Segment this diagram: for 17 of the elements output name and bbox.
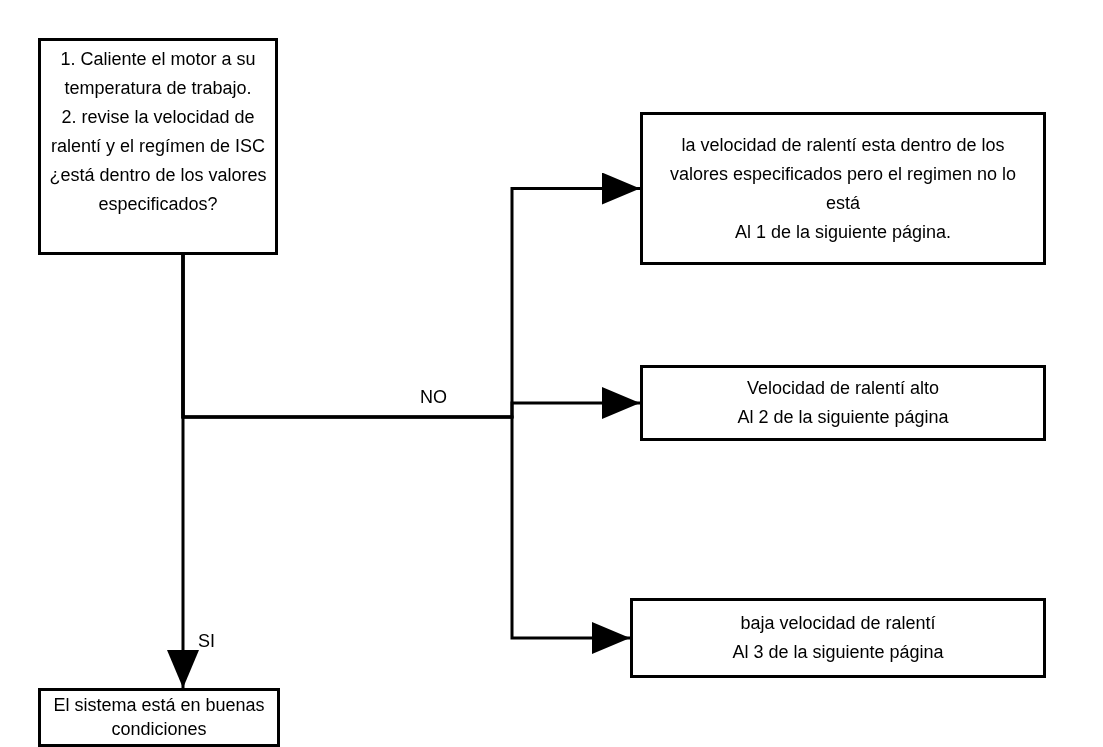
edge-label: SI (198, 630, 215, 652)
box-text: Velocidad de ralentí alto (746, 377, 940, 400)
arrow (181, 255, 630, 654)
box-text: la velocidad de ralentí esta dentro de los valores especificados pero el regimen no lo está (668, 133, 1018, 215)
process-box (38, 38, 278, 255)
box-text: 2. revise la velocidad de ralentí y el regímen de ISC ¿está dentro de los valores especificados? (49, 106, 267, 216)
box-text: El sistema está en buenas condiciones (52, 694, 266, 741)
box-text: 1. Caliente el motor a su temperatura de trabajo. (59, 48, 257, 100)
process-box (630, 598, 1046, 678)
edge-label: NO (420, 386, 447, 408)
box-text: Al 2 de la siguiente página (737, 406, 949, 429)
box-text: Al 1 de la siguiente página. (734, 220, 952, 244)
box-text: Al 3 de la siguiente página (732, 641, 944, 664)
box-text: baja velocidad de ralentí (740, 612, 936, 635)
process-box (640, 365, 1046, 441)
process-box (640, 112, 1046, 265)
process-box (38, 688, 280, 747)
